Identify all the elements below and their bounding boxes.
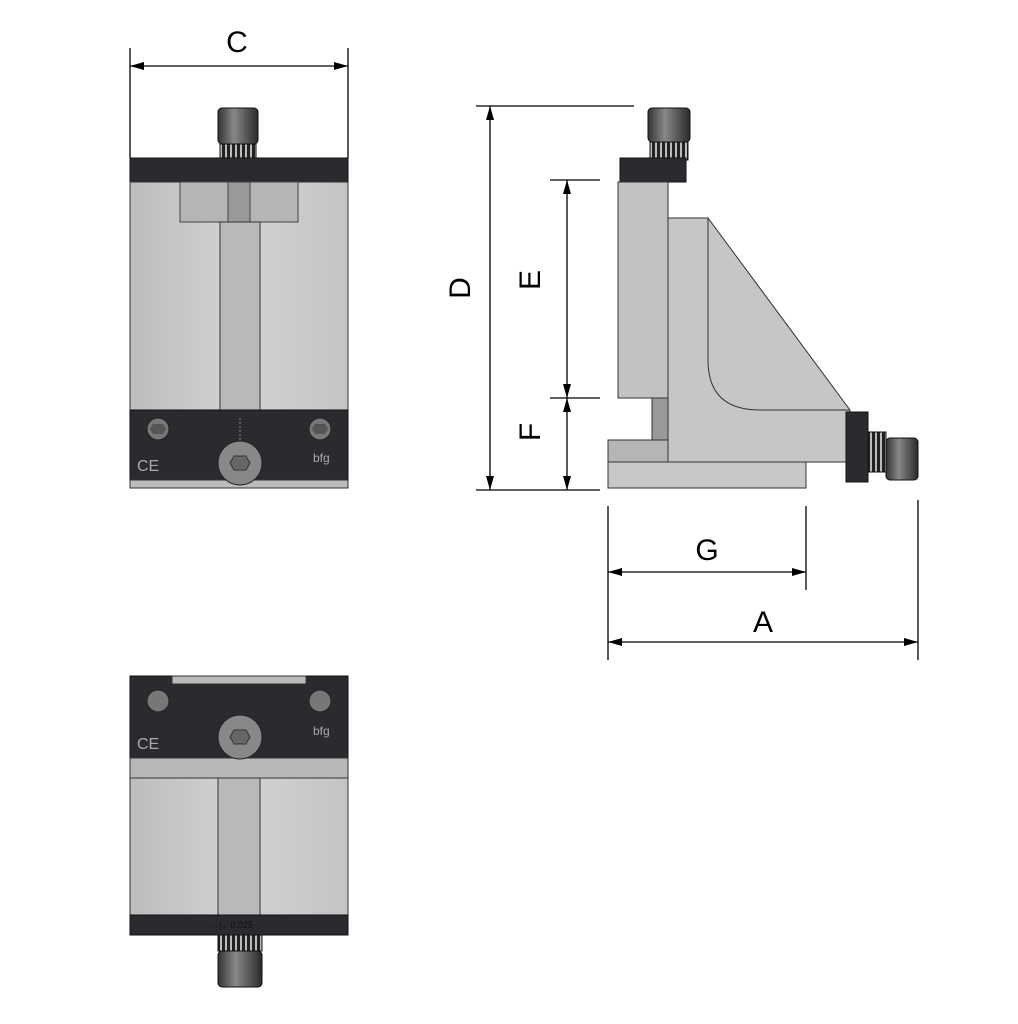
dimension-label-d: D: [444, 277, 477, 299]
dimension-label-f: F: [514, 423, 547, 441]
bottom-view: →|←0.025 CE bfg: [129, 675, 349, 988]
gusset: [667, 217, 851, 463]
knob-icon: [647, 107, 691, 143]
front-view: CE bfg: [129, 107, 349, 489]
dimensions: C D E F G A: [129, 26, 919, 660]
ce-mark: CE: [137, 736, 159, 753]
knob-icon: [885, 437, 919, 481]
knob-icon: [217, 950, 263, 988]
center-rib: [219, 221, 261, 411]
side-view: [607, 107, 919, 489]
knob-icon: [217, 107, 259, 145]
screw-icon: [146, 689, 170, 713]
screw-icon: [308, 689, 332, 713]
top-plate: [129, 157, 349, 183]
dimension-label-e: E: [514, 270, 547, 290]
logo: bfg: [313, 451, 330, 465]
dimension-label-a: A: [753, 606, 773, 639]
dimension-label-c: C: [226, 26, 248, 59]
logo: bfg: [313, 724, 330, 738]
dimension-label-g: G: [695, 534, 718, 567]
ce-mark: CE: [137, 458, 159, 475]
scale-mark: →|←0.025: [210, 920, 253, 930]
